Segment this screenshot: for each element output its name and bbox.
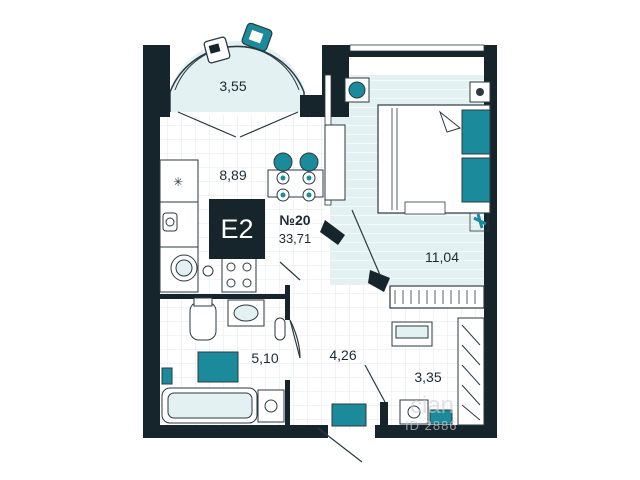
rugs bbox=[197, 351, 367, 427]
closet-rack bbox=[457, 317, 485, 426]
apartment-type-badge: E2 bbox=[209, 199, 265, 259]
kitchen-area-label: 8,89 bbox=[219, 167, 247, 183]
wall-balcony-left bbox=[143, 45, 170, 117]
wardrobe-area-label: 3,35 bbox=[414, 369, 442, 385]
doors bbox=[177, 111, 386, 463]
balcony bbox=[169, 22, 305, 112]
watermark-logo: cian bbox=[410, 392, 455, 419]
wall-entry-jamb bbox=[380, 402, 388, 425]
wall-right bbox=[484, 45, 497, 438]
balcony-floor bbox=[170, 41, 305, 112]
wall-bottom-left bbox=[143, 425, 328, 438]
watermark-id: ID 2886 bbox=[405, 418, 458, 433]
wall-bedroom-jamb-2 bbox=[368, 270, 390, 292]
apartment-info-box: №20 33,71 bbox=[265, 199, 325, 259]
wall-bedroom-door-jamb bbox=[320, 220, 345, 245]
bath-mat bbox=[197, 351, 239, 383]
dining-chairs bbox=[273, 152, 319, 202]
hall-area-label: 4,26 bbox=[329, 347, 357, 363]
wall-bath-right-top bbox=[285, 285, 290, 320]
svg-text:✳: ✳ bbox=[173, 175, 183, 189]
apartment-number: №20 bbox=[279, 212, 311, 228]
towel-rail bbox=[161, 367, 173, 385]
pillow-2 bbox=[461, 157, 491, 203]
wall-balcony-right bbox=[300, 95, 330, 117]
wardrobe bbox=[389, 285, 485, 309]
bathroom-fixtures bbox=[161, 297, 286, 424]
entry-mat bbox=[331, 403, 367, 427]
storage-furniture bbox=[391, 317, 485, 426]
apartment-total-area: 33,71 bbox=[278, 231, 312, 246]
bedroom-area-label: 11,04 bbox=[425, 249, 459, 265]
bedroom-furniture bbox=[324, 77, 491, 309]
bathroom-area-label: 5,10 bbox=[251, 350, 279, 366]
pillow-1 bbox=[461, 109, 491, 155]
wall-bath-top bbox=[160, 294, 288, 299]
toilet bbox=[189, 301, 217, 341]
wall-left bbox=[143, 45, 160, 438]
balcony-area-label: 3,55 bbox=[219, 78, 247, 94]
wall-bath-right-bottom bbox=[285, 380, 290, 425]
wall-bottom-right bbox=[375, 425, 497, 438]
bedroom-desk bbox=[324, 124, 346, 201]
stove bbox=[221, 257, 257, 293]
